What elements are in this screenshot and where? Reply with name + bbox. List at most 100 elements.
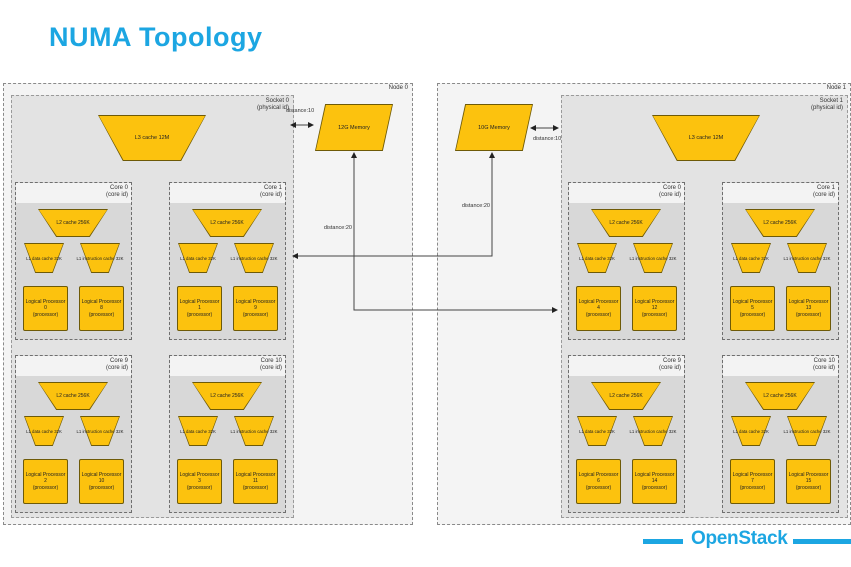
core-node1-9: Core 9(core id) L2 cache 256K L1 data ca… — [568, 355, 685, 513]
core-title: Core 9 — [662, 358, 681, 364]
logo-bar-left — [643, 539, 683, 544]
l1-instruction-cache-shape: L1 instruction cache 32K — [76, 243, 124, 273]
l1-data-cache-shape: L1 data cache 32K — [24, 243, 64, 273]
memory-label: 10G Memory — [478, 124, 510, 131]
l1-instruction-cache-label: L1 instruction cache 32K — [76, 255, 124, 261]
core-title: Core 10 — [260, 358, 282, 364]
lp-subtitle: (processor) — [739, 311, 766, 318]
logical-processor: Logical Processor 12(processor) — [632, 286, 677, 331]
l1-instruction-cache-shape: L1 instruction cache 32K — [629, 416, 677, 446]
l3-cache-label: L3 cache 12M — [134, 135, 170, 141]
socket-box-0: Socket 0(physical id) L3 cache 12M Core … — [11, 95, 294, 518]
core-title: Core 9 — [109, 358, 128, 364]
core-label: Core 10(core id) — [170, 356, 285, 376]
logical-processor: Logical Processor 6(processor) — [576, 459, 621, 504]
logical-processor: Logical Processor 5(processor) — [730, 286, 775, 331]
page-title: NUMA Topology — [49, 22, 263, 52]
lp-title: Logical Processor 6 — [578, 471, 619, 485]
lp-title: Logical Processor 13 — [788, 298, 829, 312]
core-subtitle: (core id) — [259, 365, 282, 371]
l1-instruction-cache-label: L1 instruction cache 32K — [230, 428, 278, 434]
l2-cache-shape: L2 cache 256K — [745, 382, 815, 410]
logical-processor: Logical Processor 11(processor) — [233, 459, 278, 504]
core-node0-1: Core 1(core id) L2 cache 256K L1 data ca… — [169, 182, 286, 340]
l3-cache-label: L3 cache 12M — [688, 135, 724, 141]
l1-instruction-cache-label: L1 instruction cache 32K — [629, 255, 677, 261]
logical-processor: Logical Processor 3(processor) — [177, 459, 222, 504]
node-label: Node 0 — [388, 85, 408, 91]
logical-processor: Logical Processor 0(processor) — [23, 286, 68, 331]
logical-processor: Logical Processor 9(processor) — [233, 286, 278, 331]
l1-instruction-cache-shape: L1 instruction cache 32K — [629, 243, 677, 273]
distance-label-n1-local: distance:10 — [533, 136, 562, 142]
l3-cache-shape: L3 cache 12M — [98, 115, 206, 161]
socket-box-1: Socket 1(physical id) L3 cache 12M Core … — [561, 95, 848, 518]
l1-data-cache-shape: L1 data cache 32K — [577, 243, 617, 273]
l2-cache-shape: L2 cache 256K — [192, 209, 262, 237]
socket-title: Socket 0 — [265, 98, 289, 104]
core-label: Core 1(core id) — [723, 183, 838, 203]
l1-data-cache-label: L1 data cache 32K — [579, 428, 615, 434]
core-subtitle: (core id) — [812, 192, 835, 198]
core-subtitle: (core id) — [105, 192, 128, 198]
l1-data-cache-label: L1 data cache 32K — [26, 255, 62, 261]
core-label: Core 0(core id) — [16, 183, 131, 203]
l2-cache-label: L2 cache 256K — [763, 220, 797, 226]
memory-shape-node0: 12G Memory — [315, 104, 393, 151]
logical-processor: Logical Processor 15(processor) — [786, 459, 831, 504]
lp-title: Logical Processor 10 — [81, 471, 122, 485]
l1-instruction-cache-shape: L1 instruction cache 32K — [230, 243, 278, 273]
lp-subtitle: (processor) — [641, 484, 668, 491]
socket-subtitle: (physical id) — [810, 105, 843, 111]
core-label: Core 9(core id) — [16, 356, 131, 376]
l1-data-cache-shape: L1 data cache 32K — [178, 416, 218, 446]
lp-title: Logical Processor 15 — [788, 471, 829, 485]
core-label: Core 0(core id) — [569, 183, 684, 203]
l1-data-cache-shape: L1 data cache 32K — [731, 243, 771, 273]
l1-data-cache-shape: L1 data cache 32K — [178, 243, 218, 273]
socket-subtitle: (physical id) — [256, 105, 289, 111]
lp-subtitle: (processor) — [795, 484, 822, 491]
l2-cache-label: L2 cache 256K — [56, 220, 90, 226]
core-subtitle: (core id) — [105, 365, 128, 371]
numa-node-0: Node 0 Socket 0(physical id) L3 cache 12… — [3, 83, 413, 525]
l2-cache-label: L2 cache 256K — [210, 393, 244, 399]
socket-title: Socket 1 — [819, 98, 843, 104]
l1-data-cache-label: L1 data cache 32K — [26, 428, 62, 434]
l2-cache-shape: L2 cache 256K — [192, 382, 262, 410]
lp-subtitle: (processor) — [32, 311, 59, 318]
distance-label-n0-local: distance:10 — [286, 108, 315, 114]
core-title: Core 0 — [662, 185, 681, 191]
l1-data-cache-label: L1 data cache 32K — [180, 255, 216, 261]
core-subtitle: (core id) — [658, 365, 681, 371]
l1-data-cache-shape: L1 data cache 32K — [577, 416, 617, 446]
l2-cache-shape: L2 cache 256K — [591, 382, 661, 410]
lp-title: Logical Processor 2 — [25, 471, 66, 485]
logical-processor: Logical Processor 1(processor) — [177, 286, 222, 331]
lp-subtitle: (processor) — [795, 311, 822, 318]
lp-subtitle: (processor) — [739, 484, 766, 491]
distance-label-n1-remote: distance:20 — [461, 203, 490, 209]
lp-title: Logical Processor 9 — [235, 298, 276, 312]
memory-shape-node1: 10G Memory — [455, 104, 533, 151]
logical-processor: Logical Processor 2(processor) — [23, 459, 68, 504]
l1-data-cache-label: L1 data cache 32K — [733, 255, 769, 261]
l1-instruction-cache-label: L1 instruction cache 32K — [783, 428, 831, 434]
logical-processor: Logical Processor 13(processor) — [786, 286, 831, 331]
openstack-logo: OpenStack — [691, 528, 788, 549]
core-label: Core 10(core id) — [723, 356, 838, 376]
logical-processor: Logical Processor 8(processor) — [79, 286, 124, 331]
logo-bar-right — [793, 539, 851, 544]
l1-instruction-cache-shape: L1 instruction cache 32K — [230, 416, 278, 446]
parallelogram — [456, 105, 532, 150]
lp-title: Logical Processor 8 — [81, 298, 122, 312]
lp-title: Logical Processor 4 — [578, 298, 619, 312]
l1-instruction-cache-shape: L1 instruction cache 32K — [76, 416, 124, 446]
lp-title: Logical Processor 5 — [732, 298, 773, 312]
logical-processor: Logical Processor 7(processor) — [730, 459, 775, 504]
numa-node-1: Node 1 10G Memory Socket 1(physical id) … — [437, 83, 851, 525]
lp-subtitle: (processor) — [242, 484, 269, 491]
core-title: Core 10 — [813, 358, 835, 364]
l1-instruction-cache-label: L1 instruction cache 32K — [230, 255, 278, 261]
